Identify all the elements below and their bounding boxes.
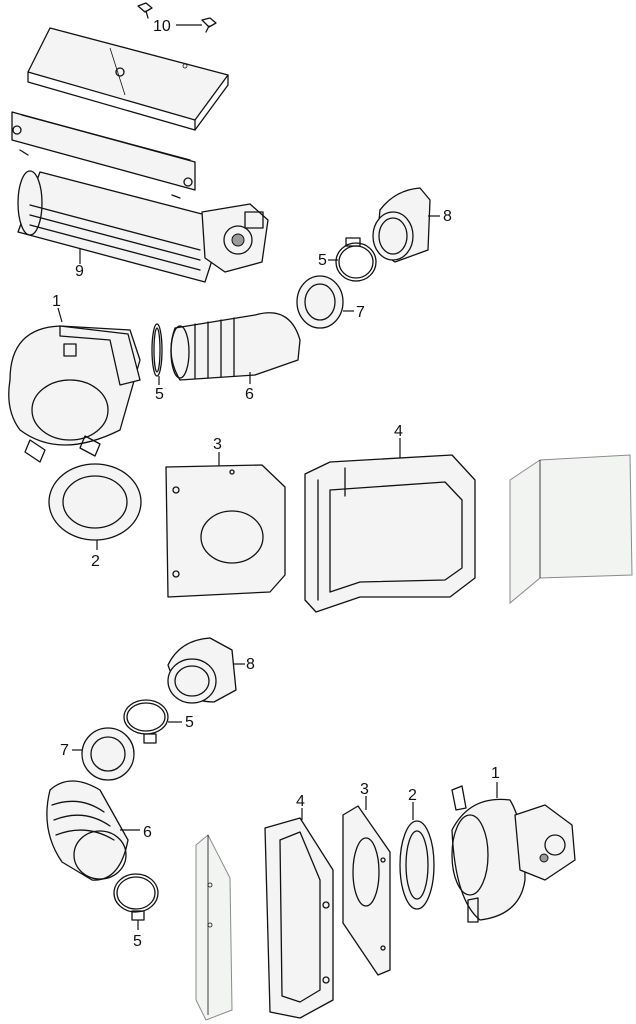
callout-top-5b: 5: [155, 386, 164, 403]
callout-top-10: 10: [153, 18, 171, 35]
callout-top-7: 7: [356, 304, 365, 321]
part-glass-panel-top: [509, 454, 633, 605]
callout-bottom-1: 1: [491, 765, 500, 782]
part-bracket: [11, 111, 196, 199]
part-flex-hose-top: [170, 312, 301, 384]
part-frame-top: [304, 438, 476, 613]
part-cover-plate: [27, 27, 229, 131]
part-elbow-bottom: [167, 637, 245, 704]
part-clamp-top-b: [151, 323, 163, 385]
part-gasket-bottom: [399, 802, 435, 910]
callout-top-5a: 5: [318, 252, 327, 269]
part-flange-bottom: [72, 727, 135, 781]
callout-top-6: 6: [245, 386, 254, 403]
callout-bottom-2: 2: [408, 787, 417, 804]
callout-bottom-3: 3: [360, 781, 369, 798]
part-gasket-top: [48, 463, 142, 550]
callout-bottom-4: 4: [296, 793, 305, 810]
callout-bottom-5b: 5: [133, 933, 142, 950]
callout-bottom-5a: 5: [185, 714, 194, 731]
part-clamp-top-a: [328, 237, 377, 282]
callout-top-2: 2: [91, 553, 100, 570]
callout-top-1: 1: [52, 293, 61, 310]
callout-bottom-8: 8: [246, 656, 255, 673]
part-glass-panel-bottom: [195, 834, 233, 1021]
part-blower-motor-bottom: [451, 782, 576, 923]
part-elbow-top: [372, 187, 440, 263]
callout-bottom-7: 7: [60, 742, 69, 759]
part-mounting-plate-bottom: [342, 796, 391, 976]
part-clamp-bottom-b: [113, 873, 159, 930]
callout-top-9: 9: [75, 263, 84, 280]
callout-top-8: 8: [443, 208, 452, 225]
part-mounting-plate-top: [165, 452, 286, 598]
part-crossflow-blower: [17, 170, 269, 283]
part-flange-top: [296, 275, 354, 329]
part-screws: [137, 2, 217, 33]
callout-top-4: 4: [394, 423, 403, 440]
part-blower-housing-top: [8, 307, 141, 463]
callout-bottom-6: 6: [143, 824, 152, 841]
callout-top-3: 3: [213, 436, 222, 453]
part-flex-hose-bottom: [46, 780, 140, 881]
part-frame-bottom: [264, 808, 334, 1019]
part-clamp-bottom-a: [123, 699, 182, 744]
